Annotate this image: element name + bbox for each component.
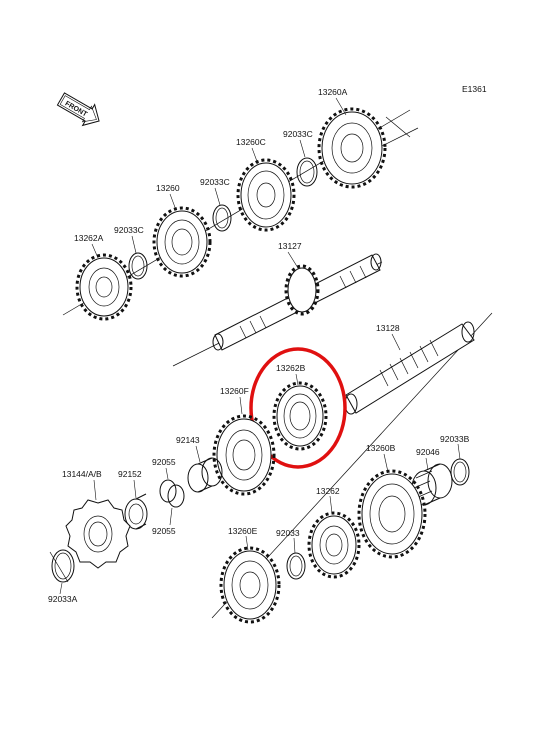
circlip-92055-2[interactable]: [167, 484, 185, 508]
leader-92152: [133, 479, 137, 499]
leader-13260C: [251, 147, 259, 165]
label-13260A: 13260A: [318, 87, 348, 97]
label-13260F: 13260F: [220, 386, 249, 396]
label-92033: 92033: [276, 528, 300, 538]
leader-92055-2: [169, 507, 173, 526]
leader-92033C-2: [214, 187, 221, 206]
diagram-code: E1361: [462, 84, 487, 94]
label-92152: 92152: [118, 469, 142, 479]
leader-13260E: [245, 535, 249, 551]
leader-13128: [391, 333, 401, 351]
leader-13262A: [91, 243, 99, 259]
label-13127: 13127: [278, 241, 302, 251]
label-13260B: 13260B: [366, 443, 396, 453]
shaft-13127[interactable]: [172, 253, 383, 367]
gear-13262A[interactable]: [75, 253, 133, 321]
label-92055-2: 92055: [152, 526, 176, 536]
highlight-circle: [249, 347, 347, 469]
leader-13260: [169, 193, 177, 211]
label-92033C-2: 92033C: [200, 177, 230, 187]
leader-13262B: [295, 373, 299, 386]
leader-13260B: [383, 453, 389, 473]
upper-axis-end: [385, 116, 411, 138]
collar-92152[interactable]: [124, 493, 148, 530]
gear-13262[interactable]: [307, 511, 361, 579]
label-13128: 13128: [376, 323, 400, 333]
circlip-92033C-3[interactable]: [128, 252, 148, 280]
label-13260C: 13260C: [236, 137, 266, 147]
label-92033A: 92033A: [48, 594, 78, 604]
leader-92055-1: [165, 467, 169, 480]
label-13144: 13144/A/B: [62, 469, 102, 479]
gear-13260C[interactable]: [236, 158, 296, 232]
leader-13262: [329, 495, 333, 514]
circlip-92033C-2[interactable]: [212, 204, 232, 232]
front-arrow-icon: FRONT: [56, 92, 100, 127]
label-13262B: 13262B: [276, 363, 306, 373]
leader-13127: [287, 251, 299, 269]
leader-13260F: [239, 396, 243, 415]
label-13262: 13262: [316, 486, 340, 496]
circlip-92033C-1[interactable]: [296, 157, 318, 187]
leader-13260A: [335, 97, 347, 116]
gear-13262B[interactable]: [272, 381, 328, 451]
leader-92143: [195, 445, 201, 463]
leader-92033C-1: [299, 139, 306, 158]
leader-92033A: [59, 582, 63, 595]
lower-axis-line: [49, 551, 69, 583]
circlip-92033B[interactable]: [450, 458, 470, 486]
label-92033C-1: 92033C: [283, 129, 313, 139]
gear-13260F[interactable]: [212, 414, 276, 496]
gear-13260A[interactable]: [317, 107, 387, 189]
label-92033B: 92033B: [440, 434, 470, 444]
label-92046: 92046: [416, 447, 440, 457]
leader-13144: [93, 479, 97, 501]
leader-92033C-3: [131, 235, 137, 254]
leader-92033B: [457, 443, 461, 460]
gear-13260[interactable]: [152, 206, 212, 278]
circlip-92033A[interactable]: [51, 549, 75, 583]
circlip-92033[interactable]: [286, 552, 306, 580]
circlip-92055-1[interactable]: [159, 479, 177, 503]
gear-13260E[interactable]: [219, 546, 281, 624]
label-13260: 13260: [156, 183, 180, 193]
sprocket-13144[interactable]: [65, 499, 131, 569]
bushing-92143[interactable]: [187, 457, 223, 493]
label-92055-1: 92055: [152, 457, 176, 467]
label-92143: 92143: [176, 435, 200, 445]
label-13260E: 13260E: [228, 526, 258, 536]
leader-92033: [293, 537, 296, 554]
gear-13260B[interactable]: [357, 469, 427, 559]
label-92033C-3: 92033C: [114, 225, 144, 235]
leader-92046: [425, 457, 429, 471]
label-13262A: 13262A: [74, 233, 104, 243]
